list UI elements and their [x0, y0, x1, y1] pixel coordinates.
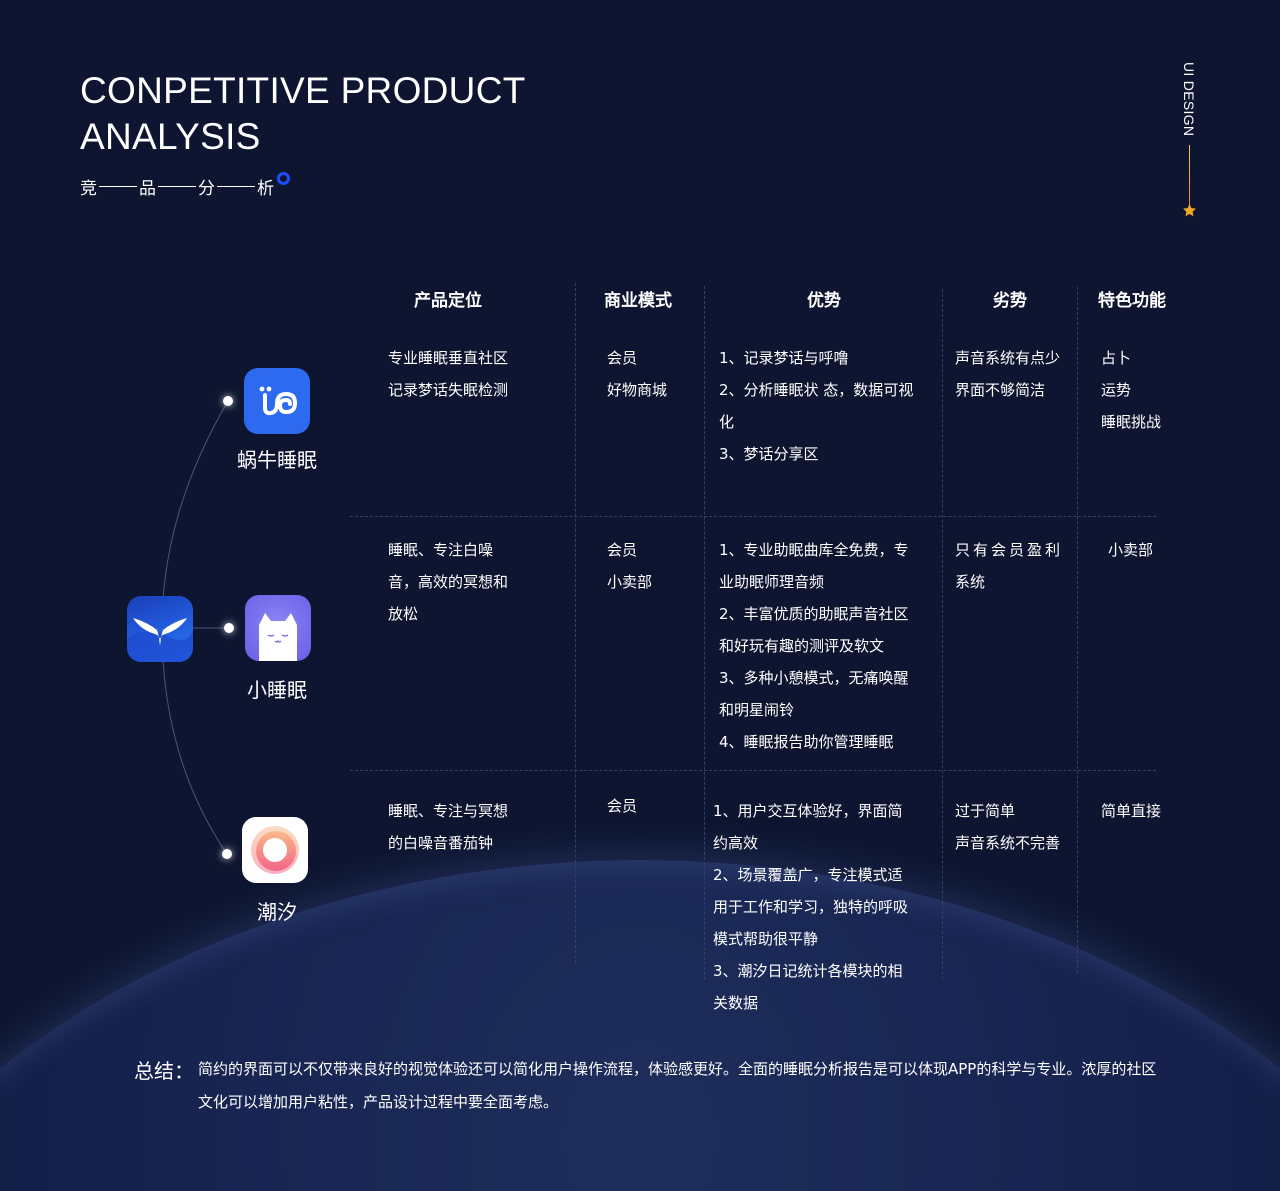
side-tag: UI DESIGN	[1181, 62, 1197, 137]
cat-icon[interactable]	[245, 595, 311, 661]
summary-text: 简约的界面可以不仅带来良好的视觉体验还可以简化用户操作流程，体验感更好。全面的睡…	[198, 1060, 1157, 1111]
summary-label: 总结：	[134, 1059, 194, 1083]
column-header-advantages: 优势	[807, 291, 841, 311]
column-header-positioning: 产品定位	[414, 291, 482, 311]
column-divider	[575, 283, 576, 963]
app-name: 小睡眠	[247, 678, 307, 702]
column-header-features: 特色功能	[1098, 291, 1166, 311]
ring-dot-icon	[277, 172, 290, 185]
cell-features: 占卜 运势 睡眠挑战	[1101, 349, 1162, 431]
cell-disadvantages: 过于简单 声音系统不完善	[955, 802, 1061, 852]
side-tag-line	[1189, 145, 1190, 205]
title-line-1: CONPETITIVE PRODUCT	[80, 70, 526, 111]
page-title: CONPETITIVE PRODUCT ANALYSIS	[80, 68, 526, 160]
snail-icon[interactable]	[244, 368, 310, 434]
column-divider	[1077, 287, 1078, 973]
cell-features: 简单直接	[1101, 802, 1162, 820]
node-dot	[223, 396, 233, 406]
cell-business-model: 会员 好物商城	[607, 349, 668, 399]
subtitle-dash	[158, 186, 196, 187]
cell-positioning: 睡眠、专注白噪 音，高效的冥想和 放松	[388, 541, 509, 623]
subtitle-char: 析	[257, 179, 274, 199]
star-icon	[1182, 203, 1197, 218]
row-divider	[350, 516, 1156, 517]
column-header-business-model: 商业模式	[604, 291, 672, 311]
cell-advantages: 1、记录梦话与呼噜 2、分析睡眠状 态，数据可视 化 3、梦话分享区	[719, 349, 914, 463]
subtitle-char: 品	[139, 179, 156, 199]
cell-positioning: 专业睡眠垂直社区 记录梦话失眠检测	[388, 349, 509, 399]
app-name: 潮汐	[257, 900, 297, 924]
cell-positioning: 睡眠、专注与冥想 的白噪音番茄钟	[388, 802, 509, 852]
column-header-disadvantages: 劣势	[993, 291, 1027, 311]
cell-business-model: 会员	[607, 797, 638, 815]
column-divider	[942, 289, 943, 979]
cell-features: 小卖部	[1108, 541, 1154, 559]
subtitle-char: 竞	[80, 179, 97, 199]
tide-ring-icon[interactable]	[242, 817, 308, 883]
node-dot	[224, 623, 234, 633]
row-divider	[350, 770, 1156, 771]
app-name: 蜗牛睡眠	[237, 448, 317, 472]
subtitle-char: 分	[198, 179, 215, 199]
subtitle-dash	[99, 186, 137, 187]
subtitle-dash	[217, 186, 255, 187]
cell-advantages: 1、专业助眠曲库全免费，专 业助眠师理音频 2、丰富优质的助眠声音社区 和好玩有…	[719, 541, 909, 751]
column-divider	[704, 286, 705, 980]
cell-business-model: 会员 小卖部	[607, 541, 653, 591]
cell-disadvantages: 声音系统有点少 界面不够简洁	[955, 349, 1061, 399]
cell-disadvantages: 只有会员盈利 系统	[955, 541, 1064, 591]
whale-tail-icon	[127, 596, 193, 662]
title-line-2: ANALYSIS	[80, 116, 261, 157]
subtitle: 竞 品 分 析	[80, 174, 274, 199]
node-dot	[222, 849, 232, 859]
cell-advantages: 1、用户交互体验好，界面简 约高效 2、场景覆盖广，专注模式适 用于工作和学习，…	[713, 802, 909, 1012]
